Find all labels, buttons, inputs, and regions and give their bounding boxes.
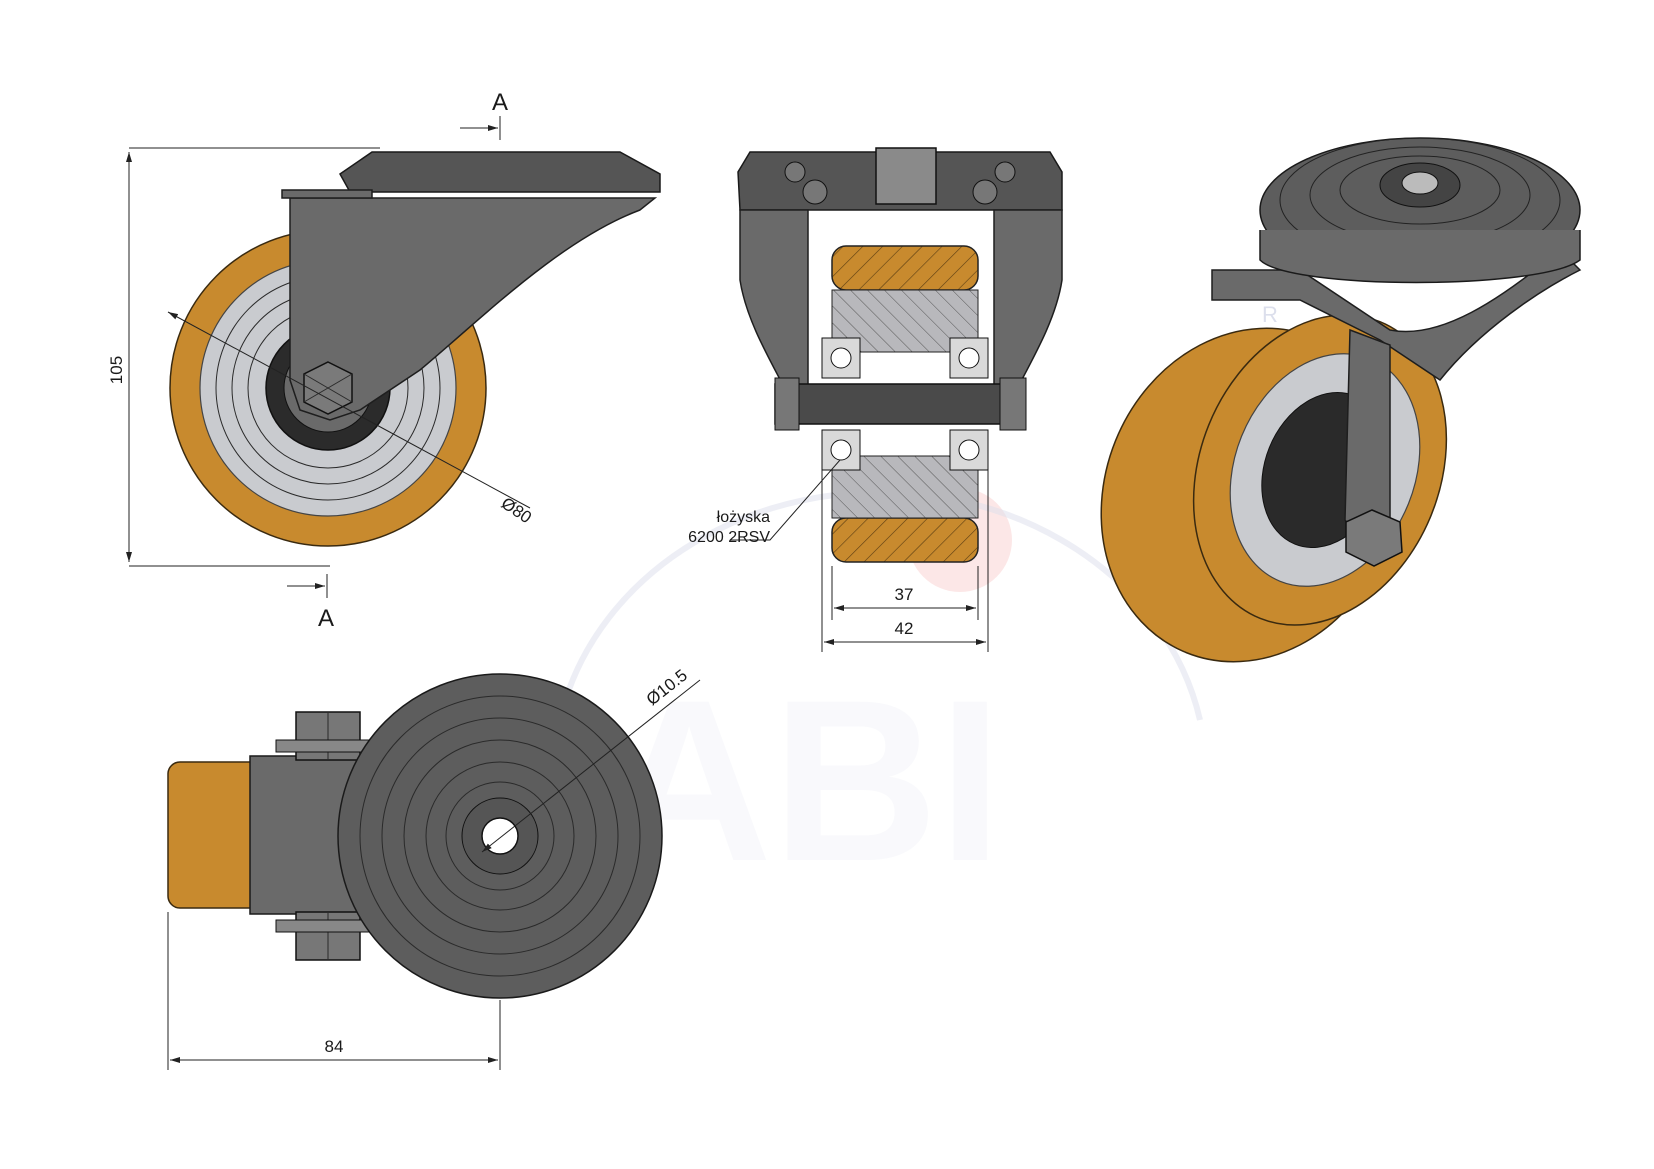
side-view	[169, 151, 661, 547]
bottom-view	[167, 673, 663, 999]
section-wheel-tread-top	[831, 245, 979, 291]
dim-height-label: 105	[107, 356, 126, 384]
section-view	[737, 147, 1063, 563]
side-fork	[289, 197, 658, 421]
dim-hub-width: 42	[821, 470, 989, 652]
iso-axle-nut	[1345, 509, 1403, 567]
bearing-note-line1: łożyska	[717, 509, 770, 526]
dim-wheel-diameter-label: Ø80	[498, 494, 535, 528]
section-wheel-tread-bottom	[831, 517, 979, 563]
dim-height: 105	[107, 147, 380, 567]
section-mark-bottom-label: A	[318, 605, 334, 632]
dim-offset: 84	[167, 912, 501, 1070]
section-mark-top: A	[460, 89, 508, 140]
bearing-callout: łożyska 6200 2RSV	[688, 459, 841, 546]
dim-tread-width: 37	[831, 566, 979, 620]
bearing-note-line2: 6200 2RSV	[688, 529, 770, 546]
dim-offset-label: 84	[325, 1037, 344, 1056]
bottom-hole	[481, 817, 519, 855]
section-axle	[774, 383, 1026, 425]
dim-hub-width-label: 42	[895, 619, 914, 638]
dim-tread-width-label: 37	[895, 585, 914, 604]
isometric-view	[1100, 137, 1582, 663]
section-bearing	[821, 337, 861, 379]
section-mark-top-label: A	[492, 89, 508, 116]
section-mark-bottom: A	[287, 574, 334, 632]
watermark-registered: R	[1262, 302, 1278, 327]
